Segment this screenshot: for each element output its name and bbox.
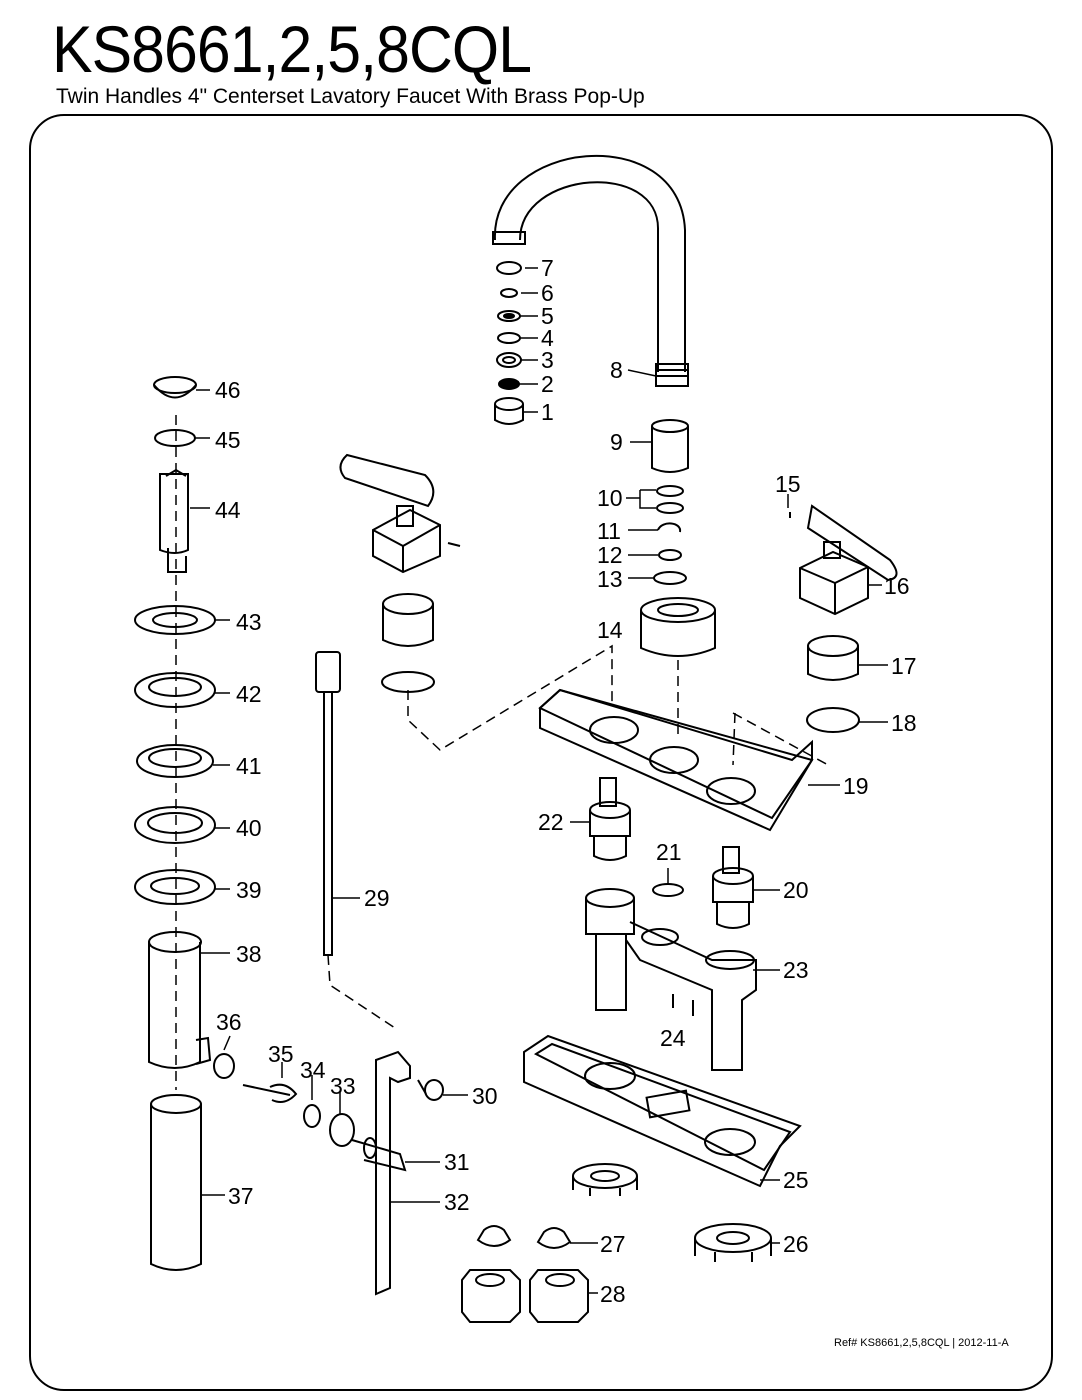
- part-label-5: 5: [541, 303, 554, 329]
- part-label-21: 21: [656, 839, 682, 865]
- part-label-2: 2: [541, 371, 554, 397]
- part-label-40: 40: [236, 815, 262, 841]
- part-label-39: 39: [236, 877, 262, 903]
- part-19-deck-plate: [538, 688, 814, 832]
- part-label-17: 17: [891, 653, 917, 679]
- part-25-gasket: [523, 1034, 802, 1188]
- part-label-3: 3: [541, 347, 554, 373]
- part-label-41: 41: [236, 753, 262, 779]
- product-description: Twin Handles 4" Centerset Lavatory Fauce…: [56, 85, 645, 108]
- part-label-8: 8: [610, 357, 623, 383]
- part-label-34: 34: [300, 1057, 326, 1083]
- part-label-19: 19: [843, 773, 869, 799]
- drain-assembly: [134, 376, 235, 1271]
- diagram-frame: [29, 114, 1053, 1391]
- part-22-cartridge: [589, 777, 631, 861]
- part-label-35: 35: [268, 1041, 294, 1067]
- part-16-right-handle: [789, 504, 898, 616]
- part-label-42: 42: [236, 681, 262, 707]
- left-bonnet: [381, 593, 435, 693]
- part-label-22: 22: [538, 809, 564, 835]
- part-label-1: 1: [541, 399, 554, 425]
- part-label-37: 37: [228, 1183, 254, 1209]
- part-label-33: 33: [330, 1073, 356, 1099]
- part-label-4: 4: [541, 325, 554, 351]
- part-20-cartridge: [712, 846, 754, 929]
- aerator-parts: [494, 261, 524, 425]
- part-label-23: 23: [783, 957, 809, 983]
- part-label-24: 24: [660, 1025, 686, 1051]
- part-label-15: 15: [775, 471, 801, 497]
- part-label-7: 7: [541, 255, 554, 281]
- part-label-38: 38: [236, 941, 262, 967]
- part-label-36: 36: [216, 1009, 242, 1035]
- part-label-12: 12: [597, 542, 623, 568]
- part-label-28: 28: [600, 1281, 626, 1307]
- spout-part: [492, 154, 689, 387]
- part-label-43: 43: [236, 609, 262, 635]
- pop-up-linkage: [242, 651, 444, 1296]
- part-label-9: 9: [610, 429, 623, 455]
- part-label-11: 11: [597, 518, 621, 544]
- part-label-30: 30: [472, 1083, 498, 1109]
- model-number-title: KS8661,2,5,8CQL: [52, 12, 532, 86]
- part-label-46: 46: [215, 377, 241, 403]
- part-label-10: 10: [597, 485, 623, 511]
- part-14-spout-base: [640, 597, 716, 657]
- part-label-14: 14: [597, 617, 623, 643]
- part-label-6: 6: [541, 280, 554, 306]
- left-handle-part: [339, 453, 461, 574]
- part-label-25: 25: [783, 1167, 809, 1193]
- part-label-27: 27: [600, 1231, 626, 1257]
- part-9-adapter: [651, 419, 689, 473]
- part-label-20: 20: [783, 877, 809, 903]
- part-label-44: 44: [215, 497, 241, 523]
- part-label-13: 13: [597, 566, 623, 592]
- part-label-26: 26: [783, 1231, 809, 1257]
- part-label-32: 32: [444, 1189, 470, 1215]
- part-label-16: 16: [884, 573, 910, 599]
- part-label-29: 29: [364, 885, 390, 911]
- part-23-waterway: [585, 888, 757, 1071]
- part-label-18: 18: [891, 710, 917, 736]
- part-label-31: 31: [444, 1149, 470, 1175]
- reference-code: Ref# KS8661,2,5,8CQL | 2012-11-A: [834, 1337, 1009, 1349]
- part-label-45: 45: [215, 427, 241, 453]
